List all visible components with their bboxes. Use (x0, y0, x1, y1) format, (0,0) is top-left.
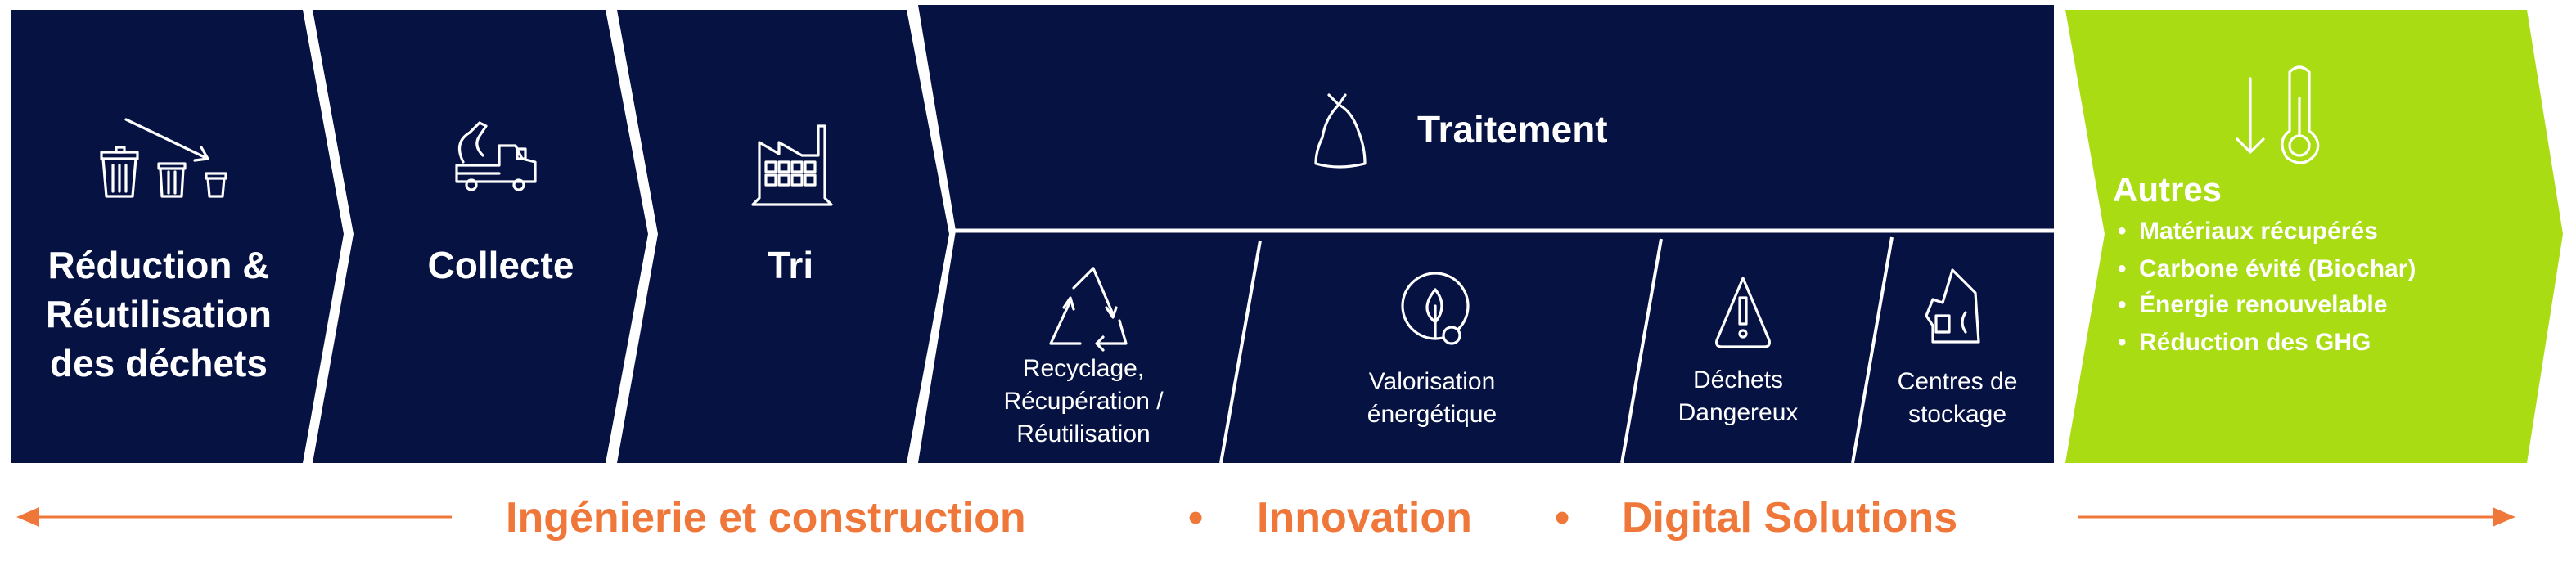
sub-label-line: Valorisation (1369, 368, 1496, 395)
garbage-bag-icon (1314, 93, 1367, 169)
treatment-title: Traitement (1417, 108, 1608, 151)
autres-item: Réduction des GHG (2139, 329, 2371, 356)
stage-label-reduction: Réduction & Réutilisation des déchets (46, 244, 272, 384)
stage-panel-traitement (918, 5, 2054, 463)
left-arrow (16, 507, 452, 527)
warning-triangle-icon (1715, 277, 1771, 348)
stage-panel-autres (2065, 10, 2563, 463)
sub-divider (1620, 238, 1663, 464)
autres-list: • Matériaux récupérés • Carbone évité (B… (2118, 218, 2416, 356)
thermometer-down-icon (2236, 65, 2320, 164)
autres-title: Autres (2113, 170, 2222, 209)
sub-label-line: Centres de (1898, 368, 2018, 395)
sub-label-line: Récupération / (1003, 388, 1164, 415)
treatment-sub-labels: Recyclage, Récupération / Réutilisation … (1003, 355, 2017, 447)
footer-separator: • (1555, 494, 1569, 542)
label-line: des déchets (50, 342, 268, 384)
footer-capabilities: Ingénierie et construction • Innovation … (506, 494, 1957, 542)
sub-label-line: Réutilisation (1016, 420, 1150, 447)
sub-label-line: stockage (1908, 401, 2006, 428)
label-line: Réutilisation (46, 293, 272, 335)
trash-cans-decreasing-icon (100, 118, 227, 198)
stage-label-collecte: Collecte (428, 244, 574, 286)
garbage-truck-icon (455, 121, 537, 191)
bullet: • (2118, 291, 2127, 318)
leaf-energy-icon (1401, 272, 1470, 345)
footer-item: Ingénierie et construction (506, 494, 1026, 542)
footer-item: Innovation (1257, 494, 1472, 542)
stage-panel-reduction (11, 10, 344, 463)
autres-item: Énergie renouvelable (2139, 290, 2387, 318)
sub-divider (1219, 240, 1262, 464)
bullet: • (2118, 255, 2127, 282)
bullet: • (2118, 329, 2127, 356)
bullet: • (2118, 218, 2127, 245)
footer-separator: • (1188, 494, 1203, 542)
recycle-icon (1049, 267, 1128, 352)
autres-item: Carbone évité (Biochar) (2139, 255, 2416, 282)
sub-divider (1851, 236, 1894, 464)
landfill-icon (1925, 268, 1980, 344)
sub-label-line: Recyclage, (1023, 355, 1144, 382)
sub-label-line: Dangereux (1678, 399, 1799, 426)
stage-label-tri: Tri (768, 244, 813, 286)
stage-panel-collecte (313, 10, 648, 463)
factory-icon (751, 124, 833, 206)
label-line: Réduction & (48, 244, 270, 286)
right-arrow (2078, 507, 2515, 527)
footer-item: Digital Solutions (1622, 494, 1957, 542)
stage-panel-tri (617, 10, 949, 463)
sub-label-line: Déchets (1693, 366, 1783, 393)
autres-item: Matériaux récupérés (2139, 218, 2378, 245)
sub-label-line: énergétique (1367, 401, 1497, 428)
